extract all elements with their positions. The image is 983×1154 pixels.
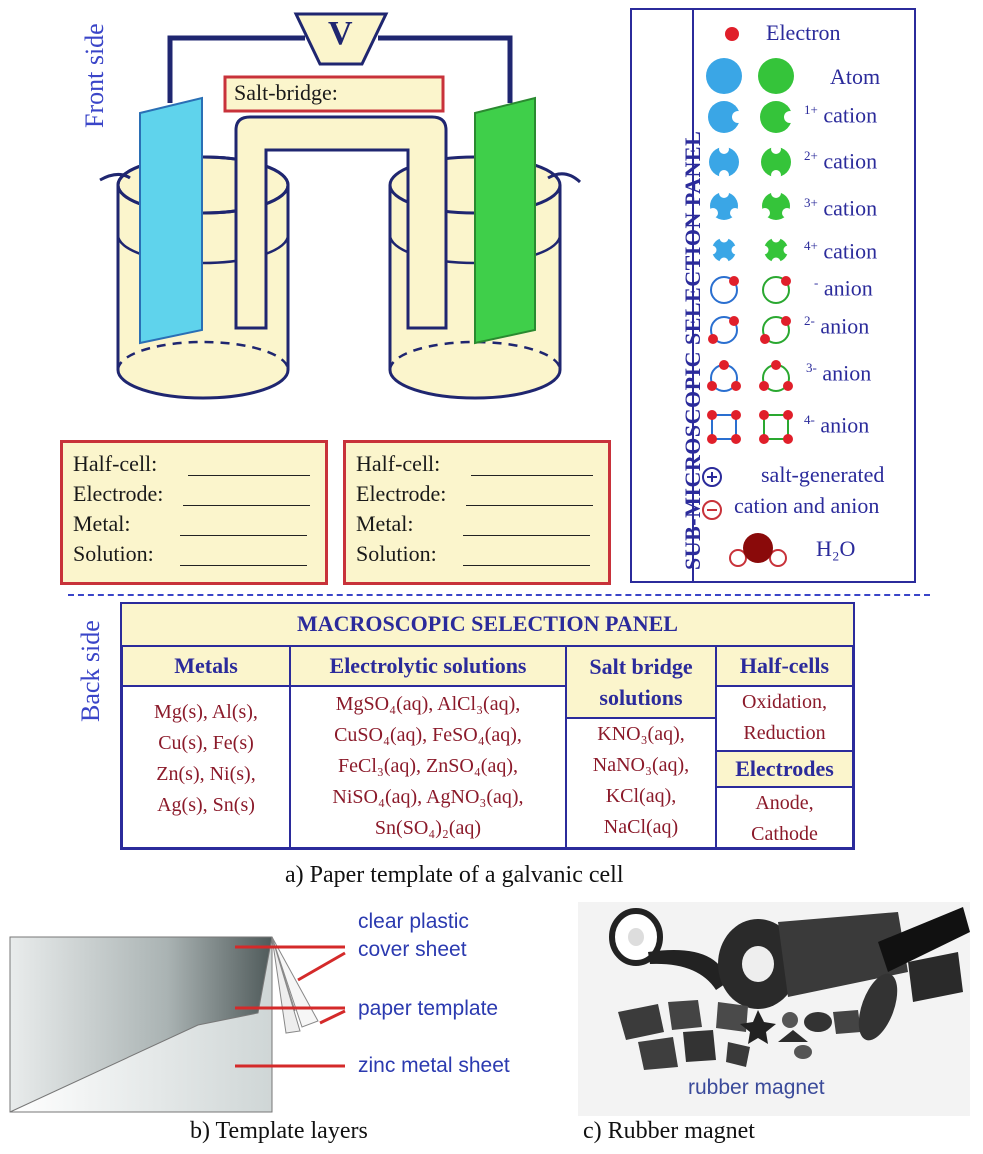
cover-sheet-label: cover sheet [358,938,467,961]
blank-line[interactable] [180,565,307,566]
electron-icon [725,27,739,41]
sub-panel-title: SUB-MICROSCOPIC SELECTION PANEL [680,130,705,570]
metals-list: Mg(s), Al(s),Cu(s), Fe(s) Zn(s), Ni(s),A… [122,686,290,848]
rubber-magnet-photo [578,902,970,1116]
wire [167,35,305,103]
blank-line[interactable] [183,505,310,506]
front-back-divider [68,594,930,596]
paper-layer [9,936,273,1113]
left-half-cell-box: Half-cell: Electrode: Metal: Solution: [60,440,328,585]
cation-1-icon [708,101,796,133]
salt-bridge-label-box [223,75,445,113]
caption-b: b) Template layers [190,1118,368,1144]
half-cell-row: Half-cell: [356,451,441,476]
cation-4-label: 4+ cation [804,238,878,264]
cation-2-icon [709,144,791,180]
wire [378,35,513,103]
electrodes-header: Electrodes [716,751,853,787]
anion-2-label: 2- anion [804,313,870,339]
salt-generated-label: salt-generated [761,462,885,487]
cation-anion-label: cation and anion [734,493,880,518]
water-molecule-icon [729,533,787,567]
electron-label: Electron [766,20,841,45]
anion-2-icon [708,316,791,344]
blank-line[interactable] [471,475,593,476]
blank-line[interactable] [463,535,590,536]
electrodes-list: Anode,Cathode [716,787,853,848]
caption-a: a) Paper template of a galvanic cell [285,862,624,888]
right-electrode [474,96,536,345]
blank-line[interactable] [188,475,310,476]
clear-plastic-label: clear plastic [358,910,469,933]
salt-bridge-tube [234,115,448,330]
cation-3-label: 3+ cation [804,195,878,221]
halfcells-header: Half-cells [716,646,853,686]
minus-ion-icon [702,500,722,520]
rubber-magnet-label: rubber magnet [688,1076,825,1099]
cation-3-icon [708,188,792,220]
right-half-cell-box: Half-cell: Electrode: Metal: Solution: [343,440,611,585]
salt-bridge-label: Salt-bridge: [234,80,338,105]
halfcells-list: Oxidation,Reduction [716,686,853,751]
blank-line[interactable] [466,505,593,506]
atom-label: Atom [830,64,881,89]
caption-c: c) Rubber magnet [583,1118,755,1144]
galvanic-cell-drawing [99,12,582,400]
macroscopic-panel: MACROSCOPIC SELECTION PANEL Metals Mg(s)… [120,602,855,850]
anion-1-icon [710,276,791,304]
electrolytes-header: Electrolytic solutions [290,646,566,686]
cation-4-icon [707,233,793,267]
plus-ion-icon [702,467,722,487]
solution-row: Solution: [356,541,437,566]
atom-icon [758,58,794,94]
left-electrode [139,96,203,345]
sub-microscopic-panel: SUB-MICROSCOPIC SELECTION PANEL [630,8,916,583]
anion-4-label: 4- anion [804,412,870,438]
salt-bridge-list: KNO₃(aq),NaNO₃(aq), KCl(aq),NaCl(aq) [566,718,716,848]
anion-1-label: - anion [814,275,873,301]
anion-3-label: 3- anion [806,360,872,386]
blank-line[interactable] [463,565,590,566]
anion-3-icon [707,360,793,392]
particle-icons [702,27,796,567]
atom-icon [706,58,742,94]
paper-template-label: paper template [358,997,499,1020]
blank-line[interactable] [180,535,307,536]
electrode-row: Electrode: [356,481,447,506]
back-side-label: Back side [76,620,105,722]
half-cell-row: Half-cell: [73,451,158,476]
metal-row: Metal: [73,511,131,536]
electrolytes-list: MgSO₄(aq), AlCl₃(aq),CuSO₄(aq), FeSO₄(aq… [290,686,566,848]
template-layers-drawing [9,936,346,1113]
solution-row: Solution: [73,541,154,566]
voltmeter-label: V [328,15,353,52]
metals-header: Metals [122,646,290,686]
zinc-sheet-label: zinc metal sheet [358,1054,510,1077]
cation-1-label: 1+ cation [804,102,878,128]
macro-panel-title: MACROSCOPIC SELECTION PANEL [122,604,853,646]
voltmeter-icon [293,12,389,66]
anion-4-icon [707,410,793,444]
cation-2-label: 2+ cation [804,148,878,174]
electrode-row: Electrode: [73,481,164,506]
metal-row: Metal: [356,511,414,536]
water-label: H₂O [816,536,856,561]
